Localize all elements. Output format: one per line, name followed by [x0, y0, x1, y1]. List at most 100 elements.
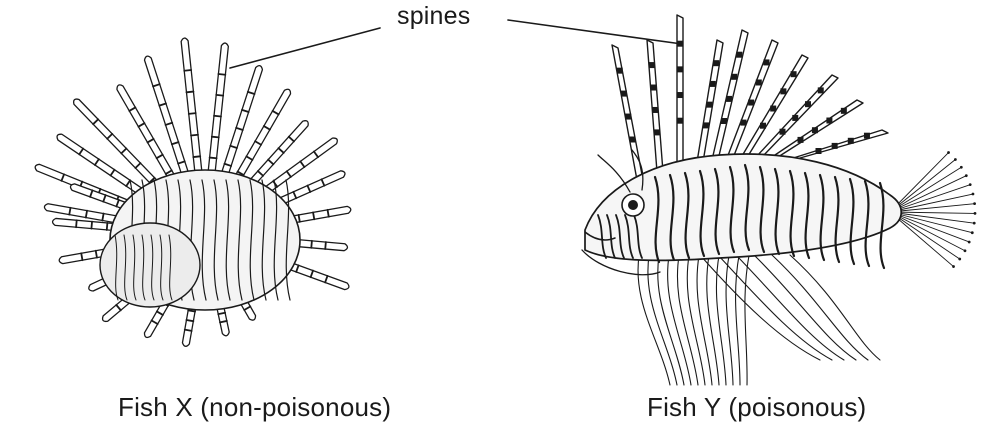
fish-y-tail-dot [954, 158, 957, 161]
fish-y-spine-spot [625, 114, 631, 120]
fish-y-spine-spot [651, 85, 657, 91]
spines-pointer-left [230, 28, 380, 68]
fish-x-spine-band [328, 210, 329, 217]
fish-y-spine-spot [780, 129, 786, 135]
fish-y-spine-spot [649, 62, 655, 68]
fish-x-spine-band [91, 222, 92, 229]
fish-y-pectoral-ray [648, 250, 677, 385]
fish-x-spine-band [189, 113, 196, 114]
fish-y-tail-ray [890, 212, 965, 251]
fish-y-spine-spot [848, 138, 854, 144]
fish-x-spine-band [191, 135, 198, 136]
fish-y-spine-spot [748, 100, 754, 106]
fish-y-tail-dot [965, 174, 968, 177]
fish-y-tail-dot [971, 231, 974, 234]
fish-y-pectoral-ray [790, 255, 880, 360]
fish-y-spine-spot [805, 101, 811, 107]
fish-x-illustration [35, 38, 351, 346]
fish-y-caption: Fish Y (poisonous) [647, 392, 866, 423]
fish-y-tail-dot [947, 151, 950, 154]
fish-y-pectoral-ray [736, 250, 740, 385]
fish-x-spine-band [186, 320, 193, 321]
fish-x-spine-band [325, 242, 326, 249]
fish-x-spine-band [107, 223, 108, 230]
fish-y-tail-dot [952, 265, 955, 268]
fish-y-spine-spot [677, 66, 683, 72]
fish-y-spine-spot [677, 118, 683, 124]
fish-y-pectoral-ray [658, 250, 684, 385]
fish-y-spine-spot [792, 115, 798, 121]
fish-x-spine-band [81, 253, 82, 260]
fish-x-spine-band [186, 92, 193, 93]
fish-x-spine-band [96, 251, 97, 258]
fish-y-spine-spot [818, 87, 824, 93]
fish-y-spine-spot [706, 102, 712, 108]
fish-x-spine-band [188, 310, 195, 311]
fish-x-spine-band [218, 74, 225, 75]
fish-y-pectoral-ray [745, 250, 750, 385]
fish-x-spine-band [69, 208, 70, 215]
fish-x-spine-band [212, 137, 219, 138]
fish-y-spine-spot [713, 60, 719, 66]
fish-y-pectoral-fin [638, 250, 880, 385]
fish-y-tail-ray [890, 212, 974, 223]
fish-y-pectoral-ray [754, 255, 856, 360]
fish-y-tail-dot [973, 222, 976, 225]
fish-y-spine-spot [721, 118, 727, 124]
fish-y-tail-fin [890, 151, 976, 268]
fish-y-spine-spot [770, 106, 776, 112]
fish-x-spine-band [184, 70, 191, 71]
fish-y-spine [677, 15, 683, 166]
fish-y-spine-spot [654, 129, 660, 135]
fish-y-tail-dot [974, 212, 977, 215]
fish-y-tail-dot [968, 241, 971, 244]
fish-y-spine-spot [677, 41, 683, 47]
fish-x-spine-band [299, 215, 300, 222]
spines-label: spines [397, 2, 470, 31]
fish-y-spine-spot [841, 108, 847, 114]
fish-y-tail-dot [964, 249, 967, 252]
fish-x-spine-band [311, 241, 312, 248]
fish-y-tail-dot [972, 193, 975, 196]
fish-y-spine-spot [726, 96, 732, 102]
fish-y-tail-ray [890, 194, 973, 212]
fish-y-spine-spot [652, 107, 658, 113]
fish-x-spine-band [216, 95, 223, 96]
fish-y-spine-spot [832, 143, 838, 149]
fish-y-spine-spot [731, 74, 737, 80]
fish-y-tail-dot [969, 183, 972, 186]
fish-y-spine-spot [780, 88, 786, 94]
fish-y-pectoral-ray [772, 255, 868, 360]
fish-y-tail-ray [890, 212, 969, 242]
fish-x-caption: Fish X (non-poisonous) [118, 392, 391, 423]
fish-x-spine-band [214, 116, 221, 117]
fish-y-spine-spot [763, 59, 769, 65]
fish-y-illustration [582, 15, 976, 385]
fish-y-spine-spot [621, 91, 627, 97]
fish-y-spine-spot [864, 133, 870, 139]
fish-y-tail-dot [958, 258, 961, 261]
fish-y-pectoral-ray [718, 255, 832, 360]
fish-y-spine-spot [816, 148, 822, 154]
fish-y-spine-spot [710, 81, 716, 87]
fish-y-pectoral-ray [716, 250, 726, 385]
fish-x-spine-band [185, 330, 192, 331]
fish-y-spine-spot [617, 68, 623, 74]
fish-y-tail-dot [973, 202, 976, 205]
spines-pointer-right [508, 20, 682, 44]
fish-y-pectoral-ray [736, 255, 844, 360]
fish-y-tail-ray [890, 212, 975, 213]
fish-y-spine-spot [736, 52, 742, 58]
fish-x-spine-band [86, 211, 87, 218]
fish-y-spine-spot [798, 137, 804, 143]
fish-x-spine-band [102, 214, 103, 221]
fish-y-spine-spot [791, 71, 797, 77]
fish-y-spine [647, 40, 663, 172]
fish-x-spine-band [210, 158, 217, 159]
fish-y-spine-spot [760, 123, 766, 129]
fish-y-spine-spot [677, 92, 683, 98]
fish-y-tail-ray [890, 167, 961, 212]
fish-y-tail-dot [960, 166, 963, 169]
fish-y-pectoral-ray [687, 250, 705, 385]
